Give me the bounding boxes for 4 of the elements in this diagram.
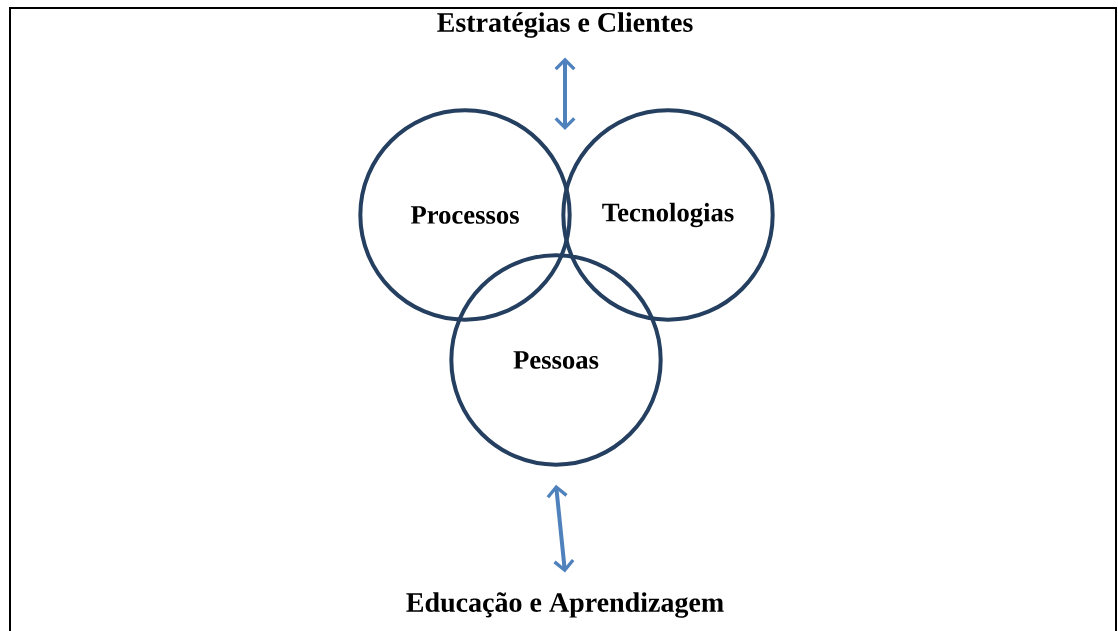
heading-text: Estratégias e Clientes [437,12,693,38]
heading-text: Educação e Aprendizagem [406,592,724,618]
double-arrow [554,57,576,130]
double-arrow [546,484,575,573]
